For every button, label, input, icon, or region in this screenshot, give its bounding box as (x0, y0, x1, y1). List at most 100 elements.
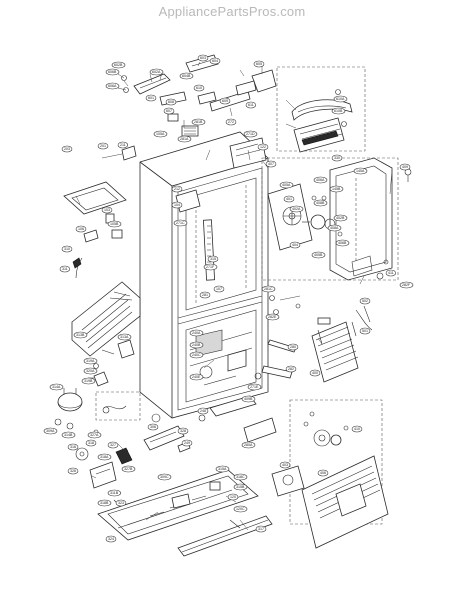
part-label-315b: 315B (236, 485, 245, 489)
label-oval (153, 130, 168, 138)
label-oval (329, 185, 344, 193)
refrigerator-cabinet (139, 131, 269, 419)
part-label-282e: 282E (268, 315, 277, 319)
label-oval (245, 101, 257, 109)
label-oval (279, 181, 294, 189)
label-oval (289, 205, 304, 213)
part-label-319a: 319A (86, 359, 95, 363)
part-label-609: 609 (222, 99, 228, 103)
label-oval (171, 185, 183, 193)
label-oval (189, 351, 204, 359)
part-label-405b: 405B (314, 253, 323, 257)
part-label-324: 324 (108, 537, 114, 541)
part-label-411: 411 (388, 271, 394, 275)
label-oval (107, 220, 122, 228)
label-oval (255, 525, 267, 533)
label-oval (105, 68, 120, 76)
base-pan-assembly (97, 469, 273, 557)
part-label-314b: 314B (64, 433, 73, 437)
label-oval (97, 142, 109, 150)
machine-cover-group (271, 399, 389, 549)
part-label-122: 122 (260, 145, 266, 149)
label-oval (107, 441, 119, 449)
part-label-240b: 240B (192, 343, 201, 347)
part-label-610a: 610A (336, 97, 345, 101)
label-oval (385, 269, 397, 277)
label-oval (327, 224, 342, 232)
label-oval (209, 57, 221, 65)
label-oval (147, 423, 159, 431)
part-label-282f: 282F (402, 283, 411, 287)
left-door-components (63, 145, 141, 359)
part-label-607: 607 (166, 109, 172, 113)
label-oval (117, 141, 129, 149)
label-oval (289, 241, 301, 249)
label-oval (197, 54, 209, 62)
part-label-327b: 327B (124, 467, 133, 471)
label-oval (227, 493, 239, 501)
watermark-text: AppliancePartsPros.com (158, 4, 306, 19)
label-oval (359, 327, 371, 335)
part-label-406: 406 (320, 471, 326, 475)
part-label-604: 604 (212, 59, 218, 63)
label-oval (61, 145, 73, 153)
part-label-240a: 240A (192, 331, 201, 335)
part-label-602a: 602A (152, 70, 161, 74)
label-oval (101, 206, 113, 214)
part-label-201: 201 (100, 144, 106, 148)
part-label-212: 212 (174, 187, 180, 191)
part-label-402b: 402B (336, 216, 345, 220)
part-label-271f: 271F (206, 265, 215, 269)
part-label-320a: 320A (86, 369, 95, 373)
part-label-330: 330 (334, 156, 340, 160)
label-oval (145, 94, 157, 102)
label-oval (335, 239, 350, 247)
part-label-318: 318 (88, 441, 94, 445)
label-oval (309, 369, 321, 377)
part-label-319b: 319B (84, 379, 93, 383)
part-label-281: 281 (202, 293, 208, 297)
label-oval (333, 95, 348, 103)
label-oval (171, 201, 183, 209)
part-label-271e: 271E (250, 385, 259, 389)
part-label-311b: 311B (110, 491, 119, 495)
part-label-240e: 240E (192, 375, 201, 379)
label-oval (191, 118, 206, 126)
part-label-315: 315 (210, 257, 216, 261)
label-oval (219, 97, 231, 105)
label-oval (261, 285, 276, 293)
label-oval (265, 313, 280, 321)
part-label-281c: 281C (264, 287, 273, 291)
part-label-271d: 271D (246, 132, 255, 136)
part-label-211: 211 (120, 143, 126, 147)
label-oval (313, 199, 328, 207)
label-oval (165, 98, 177, 106)
label-oval (241, 395, 256, 403)
part-label-409: 409 (402, 165, 408, 169)
label-oval (177, 427, 189, 435)
part-label-281a: 281A (180, 137, 189, 141)
part-label-271c: 271C (176, 221, 185, 225)
part-label-502: 502 (362, 299, 368, 303)
part-label-327: 327 (110, 443, 116, 447)
label-oval (247, 383, 262, 391)
label-oval (115, 499, 127, 507)
label-oval (181, 439, 193, 447)
upper-right-vent-group (276, 66, 366, 153)
part-label-405a: 405A (282, 183, 291, 187)
part-label-249: 249 (184, 441, 190, 445)
label-oval (399, 281, 414, 289)
compressor-parts (54, 363, 277, 489)
part-label-145a: 145A (356, 169, 365, 173)
label-oval (353, 167, 368, 175)
label-oval (189, 373, 204, 381)
part-label-501: 501 (362, 329, 368, 333)
label-oval (351, 425, 363, 433)
label-oval (193, 84, 205, 92)
part-label-317: 317 (258, 527, 264, 531)
part-label-310: 310 (64, 247, 70, 251)
label-oval (97, 499, 112, 507)
part-label-601: 601 (148, 96, 154, 100)
evaporator-fan-group (261, 157, 412, 281)
part-label-105b: 105B (110, 222, 119, 226)
